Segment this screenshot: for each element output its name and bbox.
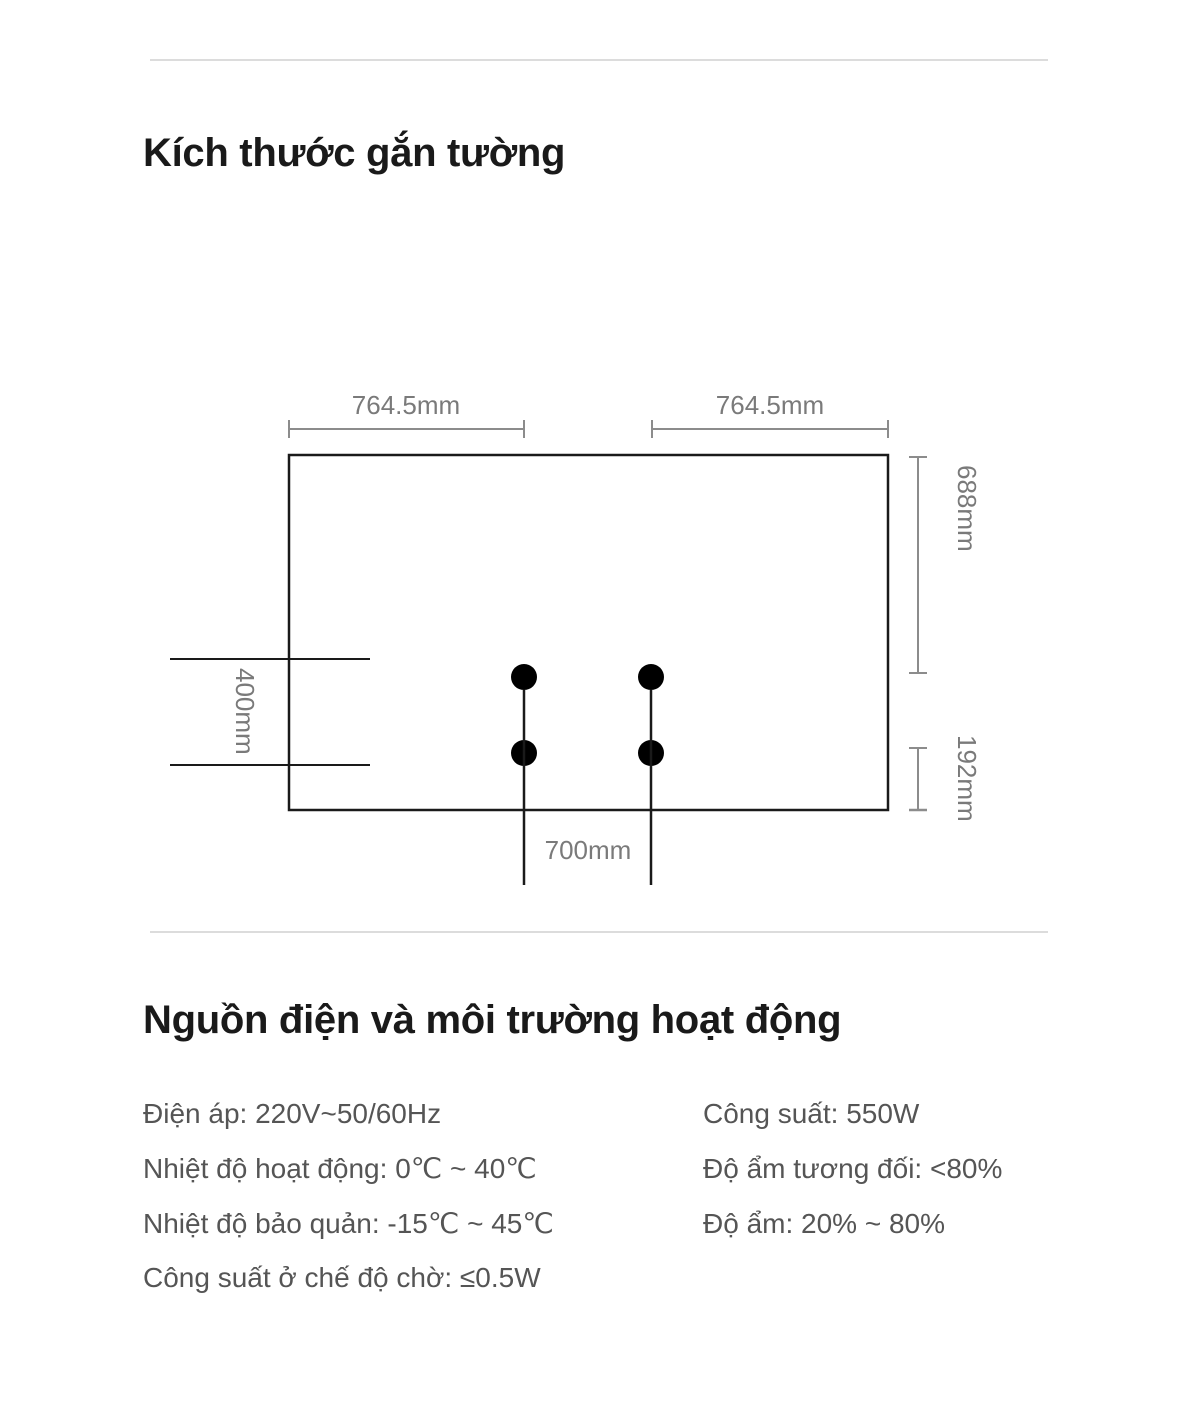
spec-row: Nhiệt độ hoạt động: 0℃ ~ 40℃ Độ ẩm tương… (143, 1150, 1103, 1188)
spec-row: Công suất ở chế độ chờ: ≤0.5W (143, 1259, 1103, 1297)
dimension-label-bottom-700: 700mm (545, 835, 632, 865)
spec-humidity: Độ ẩm: 20% ~ 80% (703, 1207, 946, 1239)
dimension-line-left-400 (170, 658, 370, 766)
dimension-line-top-right (651, 420, 889, 438)
spec-empty (703, 1259, 1103, 1260)
spec-list: Điện áp: 220V~50/60Hz Công suất: 550W Nh… (143, 1095, 1103, 1314)
tv-outline (287, 453, 890, 812)
mount-point-bottom-left (511, 740, 537, 766)
dimension-leaders-bottom-700 (522, 690, 653, 885)
spec-row: Nhiệt độ bảo quản: -15℃ ~ 45℃ Độ ẩm: 20%… (143, 1205, 1103, 1243)
spec-voltage: Điện áp: 220V~50/60Hz (143, 1098, 442, 1129)
mount-point-top-left (511, 664, 537, 690)
spec-standby-power: Công suất ở chế độ chờ: ≤0.5W (143, 1262, 541, 1294)
spec-operating-temperature: Nhiệt độ hoạt động: 0℃ ~ 40℃ (143, 1152, 537, 1184)
dimension-label-top-right: 764.5mm (716, 390, 824, 420)
spec-power: Công suất: 550W (703, 1098, 920, 1129)
dimension-line-right-192 (909, 747, 927, 812)
dimension-label-right-688: 688mm (952, 465, 982, 552)
dimension-line-top-left (288, 420, 525, 438)
mount-point-top-right (638, 664, 664, 690)
page-title-dimensions: Kích thước gắn tường (143, 131, 566, 175)
spec-storage-temperature: Nhiệt độ bảo quản: -15℃ ~ 45℃ (143, 1207, 554, 1239)
dimension-line-right-688 (909, 456, 927, 674)
mount-point-bottom-right (638, 740, 664, 766)
spec-relative-humidity: Độ ẩm tương đối: <80% (703, 1152, 1003, 1184)
dimension-label-top-left: 764.5mm (352, 390, 460, 420)
divider-middle (150, 931, 1048, 933)
dimension-label-right-192: 192mm (952, 735, 982, 822)
divider-top (150, 59, 1048, 61)
dimension-label-left-400: 400mm (230, 668, 260, 755)
spec-row: Điện áp: 220V~50/60Hz Công suất: 550W (143, 1095, 1103, 1133)
page-title-power: Nguồn điện và môi trường hoạt động (143, 998, 842, 1042)
